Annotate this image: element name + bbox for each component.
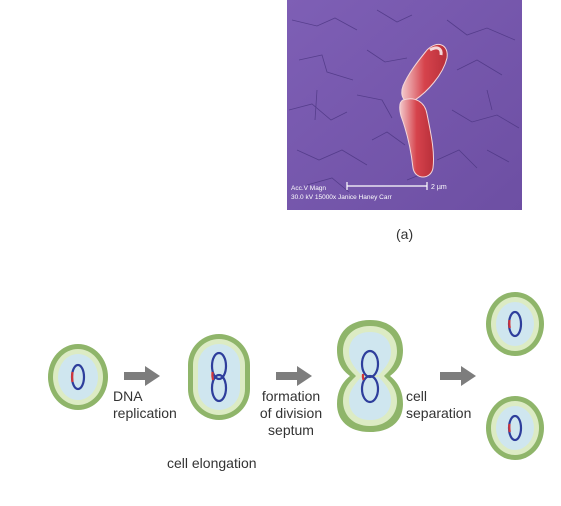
- label-line: DNA: [113, 388, 143, 404]
- part-a-label: (a): [396, 226, 414, 242]
- label-line: cell elongation: [167, 455, 257, 471]
- label-line: septum: [268, 422, 314, 438]
- micrograph-info-line2: 30.0 kV 15000x Janice Haney Carr: [291, 194, 393, 201]
- label-dna-replication: DNA replication: [113, 388, 177, 422]
- cell-septum: [337, 320, 403, 432]
- electron-micrograph: 2 µm Acc.V Magn 30.0 kV 15000x Janice Ha…: [287, 0, 522, 210]
- label-division-septum: formation of division septum: [255, 388, 327, 439]
- arrow-2: [276, 366, 312, 386]
- dna-loop-bottom: [210, 373, 228, 403]
- arrow-3: [440, 366, 476, 386]
- label-cell-separation: cell separation: [406, 388, 471, 422]
- daughter-cell-bottom: [486, 396, 544, 460]
- surface-cracks: [288, 9, 520, 193]
- dna-loop-top: [210, 351, 228, 381]
- cell-initial: [48, 344, 108, 410]
- label-line: separation: [406, 405, 472, 421]
- daughter-cell-top: [486, 292, 544, 356]
- label-line: replication: [113, 405, 177, 421]
- scale-bar-label: 2 µm: [431, 184, 447, 191]
- label-line: formation: [261, 388, 321, 404]
- micrograph-info-line1: Acc.V Magn: [291, 185, 326, 192]
- label-line: cell: [406, 388, 428, 404]
- arrow-1: [124, 366, 160, 386]
- label-cell-elongation: cell elongation: [167, 455, 257, 472]
- rod-bacterium-dividing: [399, 43, 448, 178]
- label-line: of division: [259, 405, 323, 421]
- dna-loop-bottom: [360, 374, 380, 404]
- scale-bar: 2 µm: [346, 182, 447, 191]
- cell-elongated: [188, 334, 250, 420]
